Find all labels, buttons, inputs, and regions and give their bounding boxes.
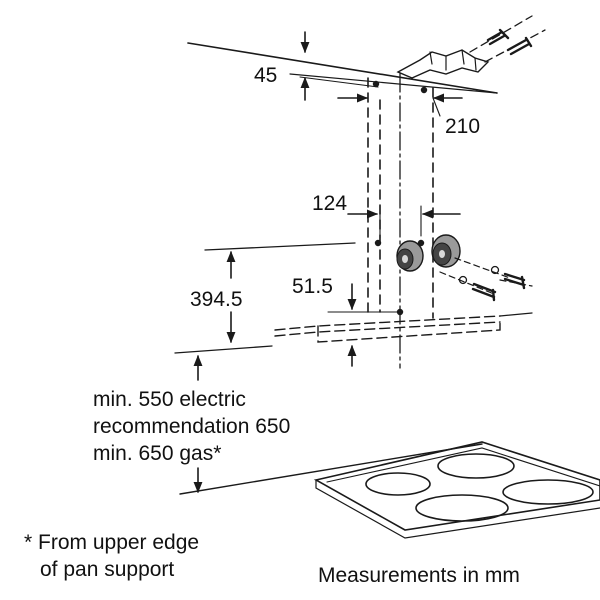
hob-burner-icon xyxy=(437,453,515,479)
side-screw-icon xyxy=(471,282,497,302)
hood-canopy-outline xyxy=(274,315,501,337)
footnote-line-1: * From upper edge xyxy=(24,531,200,554)
fan-motor-icon xyxy=(396,240,424,272)
clearance-note-electric: min. 550 electric xyxy=(93,388,246,411)
top-screw-icon xyxy=(486,28,510,46)
top-bracket xyxy=(396,49,490,79)
dim-210-extension xyxy=(432,97,441,117)
units-note: Measurements in mm xyxy=(318,564,520,587)
fan-hole-left xyxy=(374,239,382,247)
dim-label-394-5: 394.5 xyxy=(190,288,243,311)
hood-top-reference-line xyxy=(204,242,356,251)
footnote-line-2: of pan support xyxy=(40,558,175,581)
fan-hole-right xyxy=(417,239,425,247)
hob-burner-icon xyxy=(365,472,431,496)
hood-bottom-line xyxy=(174,345,273,354)
washer-icon xyxy=(458,275,468,285)
dim-label-124: 124 xyxy=(312,192,348,215)
ceiling-offset-line xyxy=(289,73,498,94)
clearance-note-gas: min. 650 gas* xyxy=(93,442,222,465)
hood-canopy-body xyxy=(317,321,501,343)
ceiling-line xyxy=(187,42,498,94)
top-hole-left xyxy=(372,80,380,88)
side-screw-axis xyxy=(439,271,495,295)
hob-reference-line xyxy=(179,443,483,495)
cooktop-inner-edge xyxy=(326,447,600,487)
cooktop-front-edge xyxy=(315,479,600,539)
dim-label-210: 210 xyxy=(445,115,481,138)
dim-label-45: 45 xyxy=(254,64,278,87)
top-hole-right xyxy=(420,86,428,94)
fan-bracket-hole xyxy=(396,308,404,316)
side-screw-axis xyxy=(454,257,511,279)
hob-burner-icon xyxy=(415,494,509,522)
hob-burner-icon xyxy=(502,479,594,505)
top-bracket-detail xyxy=(429,49,477,71)
side-screw-icon xyxy=(503,272,526,290)
cooktop-outline xyxy=(313,441,600,531)
fan-motor-icon xyxy=(431,234,461,268)
top-screw-axis xyxy=(469,15,533,53)
dim-label-51-5: 51.5 xyxy=(292,275,333,298)
clearance-note-recommendation: recommendation 650 xyxy=(93,415,291,438)
washer-icon xyxy=(490,265,500,275)
hood-canopy-edge xyxy=(499,312,533,317)
top-plug-icon xyxy=(506,36,533,56)
dim-45-extension xyxy=(299,76,379,88)
